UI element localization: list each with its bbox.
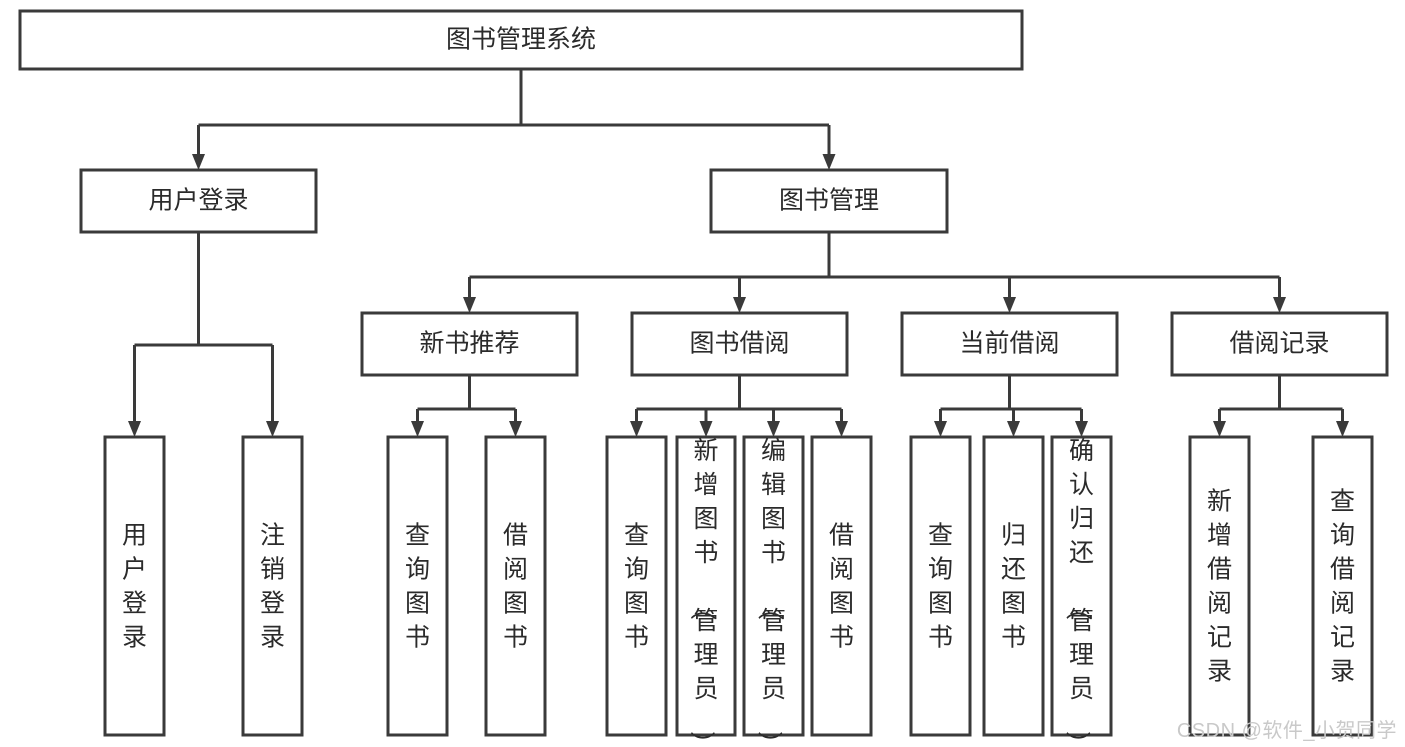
- node-label-leaf-query-book-borrow: 查询图书: [624, 522, 649, 652]
- node-label-borrow-record: 借阅记录: [1229, 330, 1329, 358]
- node-box-leaf-query-book-recommend[interactable]: [386, 435, 449, 737]
- connector-group-new-book-recommend: [411, 375, 522, 437]
- node-new-book-recommend[interactable]: 新书推荐: [360, 311, 579, 377]
- node-label-leaf-query-book-recommend: 查询图书: [405, 522, 430, 652]
- connector-group-borrow-record: [1213, 375, 1349, 437]
- edges-layer: [128, 69, 1349, 437]
- node-box-leaf-query-borrow-record[interactable]: [1311, 435, 1374, 737]
- node-label-leaf-edit-book: 编辑图书（管理员）: [755, 437, 786, 747]
- node-current-borrow[interactable]: 当前借阅: [900, 311, 1119, 377]
- node-leaf-add-borrow-record[interactable]: 新增借阅记录: [1188, 435, 1251, 737]
- node-box-leaf-add-borrow-record[interactable]: [1188, 435, 1251, 737]
- node-box-user-login[interactable]: [79, 168, 318, 234]
- node-leaf-query-book-current[interactable]: 查询图书: [909, 435, 972, 737]
- node-box-leaf-query-book-borrow[interactable]: [605, 435, 668, 737]
- node-label-leaf-confirm-return: 确认归还（管理员）: [1063, 437, 1094, 747]
- node-box-leaf-edit-book[interactable]: [742, 435, 805, 737]
- connector-group-book-borrow: [630, 375, 848, 437]
- node-book-borrow[interactable]: 图书借阅: [630, 311, 849, 377]
- node-label-leaf-borrow-book: 借阅图书: [829, 522, 854, 652]
- node-leaf-add-book[interactable]: 新增图书（管理员）: [675, 435, 737, 747]
- node-label-leaf-add-borrow-record: 新增借阅记录: [1207, 488, 1232, 686]
- nodes-layer: 图书管理系统用户登录图书管理新书推荐图书借阅当前借阅借阅记录用户登录注销登录查询…: [18, 9, 1389, 747]
- connector-group-user-login: [128, 232, 279, 437]
- connector-group-root: [192, 69, 836, 170]
- node-root[interactable]: 图书管理系统: [18, 9, 1024, 71]
- node-box-leaf-add-book[interactable]: [675, 435, 737, 737]
- node-box-book-borrow[interactable]: [630, 311, 849, 377]
- node-leaf-query-book-recommend[interactable]: 查询图书: [386, 435, 449, 737]
- node-box-root[interactable]: [18, 9, 1024, 71]
- node-label-leaf-user-login: 用户登录: [122, 522, 147, 652]
- node-leaf-query-book-borrow[interactable]: 查询图书: [605, 435, 668, 737]
- node-leaf-borrow-book[interactable]: 借阅图书: [810, 435, 873, 737]
- node-label-leaf-borrow-book-recommend: 借阅图书: [503, 522, 528, 652]
- node-leaf-user-login[interactable]: 用户登录: [103, 435, 166, 737]
- node-leaf-edit-book[interactable]: 编辑图书（管理员）: [742, 435, 805, 747]
- node-box-leaf-borrow-book-recommend[interactable]: [484, 435, 547, 737]
- node-label-new-book-recommend: 新书推荐: [419, 330, 519, 358]
- node-leaf-query-borrow-record[interactable]: 查询借阅记录: [1311, 435, 1374, 737]
- node-label-book-borrow: 图书借阅: [689, 330, 789, 358]
- node-box-leaf-query-book-current[interactable]: [909, 435, 972, 737]
- node-leaf-logout[interactable]: 注销登录: [241, 435, 304, 737]
- node-box-current-borrow[interactable]: [900, 311, 1119, 377]
- node-box-leaf-borrow-book[interactable]: [810, 435, 873, 737]
- node-label-user-login: 用户登录: [148, 187, 248, 215]
- node-label-leaf-return-book: 归还图书: [1001, 522, 1026, 652]
- node-box-borrow-record[interactable]: [1170, 311, 1389, 377]
- node-box-leaf-return-book[interactable]: [982, 435, 1045, 737]
- node-box-leaf-logout[interactable]: [241, 435, 304, 737]
- connector-group-current-borrow: [934, 375, 1088, 437]
- node-box-leaf-confirm-return[interactable]: [1050, 435, 1113, 737]
- node-borrow-record[interactable]: 借阅记录: [1170, 311, 1389, 377]
- node-user-login[interactable]: 用户登录: [79, 168, 318, 234]
- node-leaf-confirm-return[interactable]: 确认归还（管理员）: [1050, 435, 1113, 747]
- connector-group-book-management: [463, 232, 1286, 313]
- node-box-book-management[interactable]: [709, 168, 949, 234]
- node-label-root: 图书管理系统: [446, 26, 596, 54]
- node-label-current-borrow: 当前借阅: [959, 330, 1059, 358]
- node-leaf-borrow-book-recommend[interactable]: 借阅图书: [484, 435, 547, 737]
- node-label-book-management: 图书管理: [779, 187, 879, 215]
- node-book-management[interactable]: 图书管理: [709, 168, 949, 234]
- node-box-new-book-recommend[interactable]: [360, 311, 579, 377]
- node-label-leaf-query-book-current: 查询图书: [928, 522, 953, 652]
- node-label-leaf-add-book: 新增图书（管理员）: [687, 437, 718, 747]
- node-box-leaf-user-login[interactable]: [103, 435, 166, 737]
- node-leaf-return-book[interactable]: 归还图书: [982, 435, 1045, 737]
- node-label-leaf-logout: 注销登录: [260, 522, 285, 652]
- node-label-leaf-query-borrow-record: 查询借阅记录: [1330, 488, 1355, 686]
